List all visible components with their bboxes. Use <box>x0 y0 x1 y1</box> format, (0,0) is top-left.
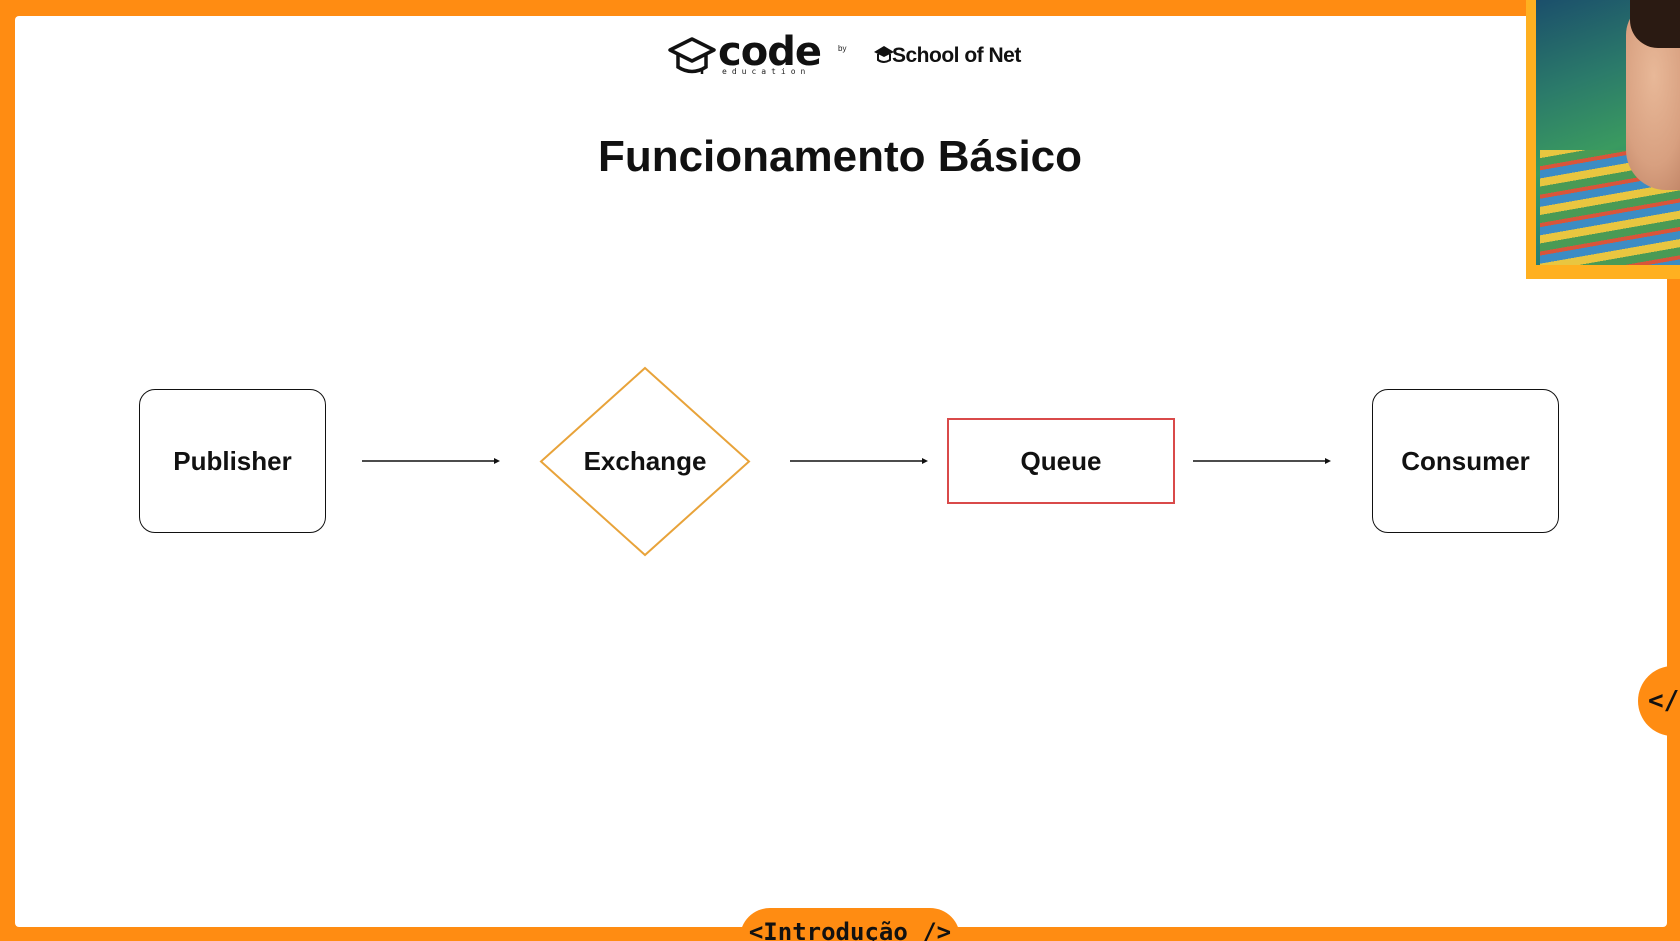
chapter-tab[interactable]: <Introdução /> <box>740 908 960 941</box>
school-of-net-logo: School of Net <box>872 40 1021 68</box>
presenter-webcam <box>1526 0 1680 279</box>
publisher-node: Publisher <box>139 389 326 533</box>
arrow-queue-consumer <box>1193 458 1331 464</box>
arrow-publisher-exchange <box>362 458 500 464</box>
slide-title: Funcionamento Básico <box>597 132 1083 181</box>
publisher-label: Publisher <box>173 445 292 476</box>
arrow-exchange-queue <box>790 458 928 464</box>
school-of-net-text: School of Net <box>892 44 1021 67</box>
consumer-node: Consumer <box>1372 389 1559 533</box>
code-education-logo: code education <box>668 29 822 78</box>
school-of-net-icon <box>874 46 894 63</box>
slide <box>15 16 1667 927</box>
graduation-cap-icon <box>668 37 716 74</box>
logo-by-text: by <box>838 44 847 53</box>
chapter-tab-label: <Introdução /> <box>748 918 952 941</box>
exchange-label: Exchange <box>583 446 707 476</box>
exchange-diamond <box>539 366 751 557</box>
side-tab-label: </ <box>1648 686 1680 716</box>
logo-education-text: education <box>722 67 811 76</box>
logo-code-text: code <box>718 29 822 75</box>
queue-node: Queue <box>947 418 1175 504</box>
consumer-label: Consumer <box>1401 445 1530 476</box>
queue-label: Queue <box>1020 445 1102 476</box>
exchange-node: Exchange <box>539 366 751 557</box>
